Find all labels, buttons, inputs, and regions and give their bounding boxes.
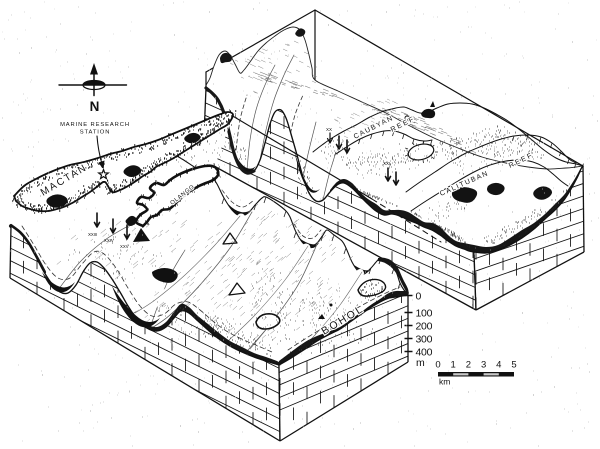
svg-text:km: km: [439, 377, 450, 387]
svg-text:200: 200: [416, 321, 433, 333]
svg-text:XXI: XXI: [383, 161, 390, 166]
svg-text:3: 3: [481, 360, 486, 371]
svg-text:100: 100: [416, 308, 433, 320]
svg-text:N: N: [90, 99, 100, 114]
svg-text:XXIII: XXIII: [88, 232, 97, 237]
svg-text:300: 300: [416, 334, 433, 346]
svg-text:0: 0: [416, 291, 422, 303]
svg-text:MARINE RESEARCH: MARINE RESEARCH: [60, 122, 130, 128]
svg-text:1: 1: [451, 360, 456, 371]
svg-text:m: m: [416, 357, 425, 369]
svg-text:4: 4: [496, 360, 501, 371]
svg-text:400: 400: [416, 347, 433, 359]
svg-text:XX: XX: [326, 127, 332, 132]
svg-text:XXV: XXV: [120, 244, 129, 249]
svg-text:XXIV: XXIV: [104, 238, 114, 243]
svg-text:STATION: STATION: [80, 130, 111, 136]
svg-text:0: 0: [435, 360, 440, 371]
svg-text:2: 2: [466, 360, 471, 371]
svg-text:5: 5: [511, 360, 516, 371]
